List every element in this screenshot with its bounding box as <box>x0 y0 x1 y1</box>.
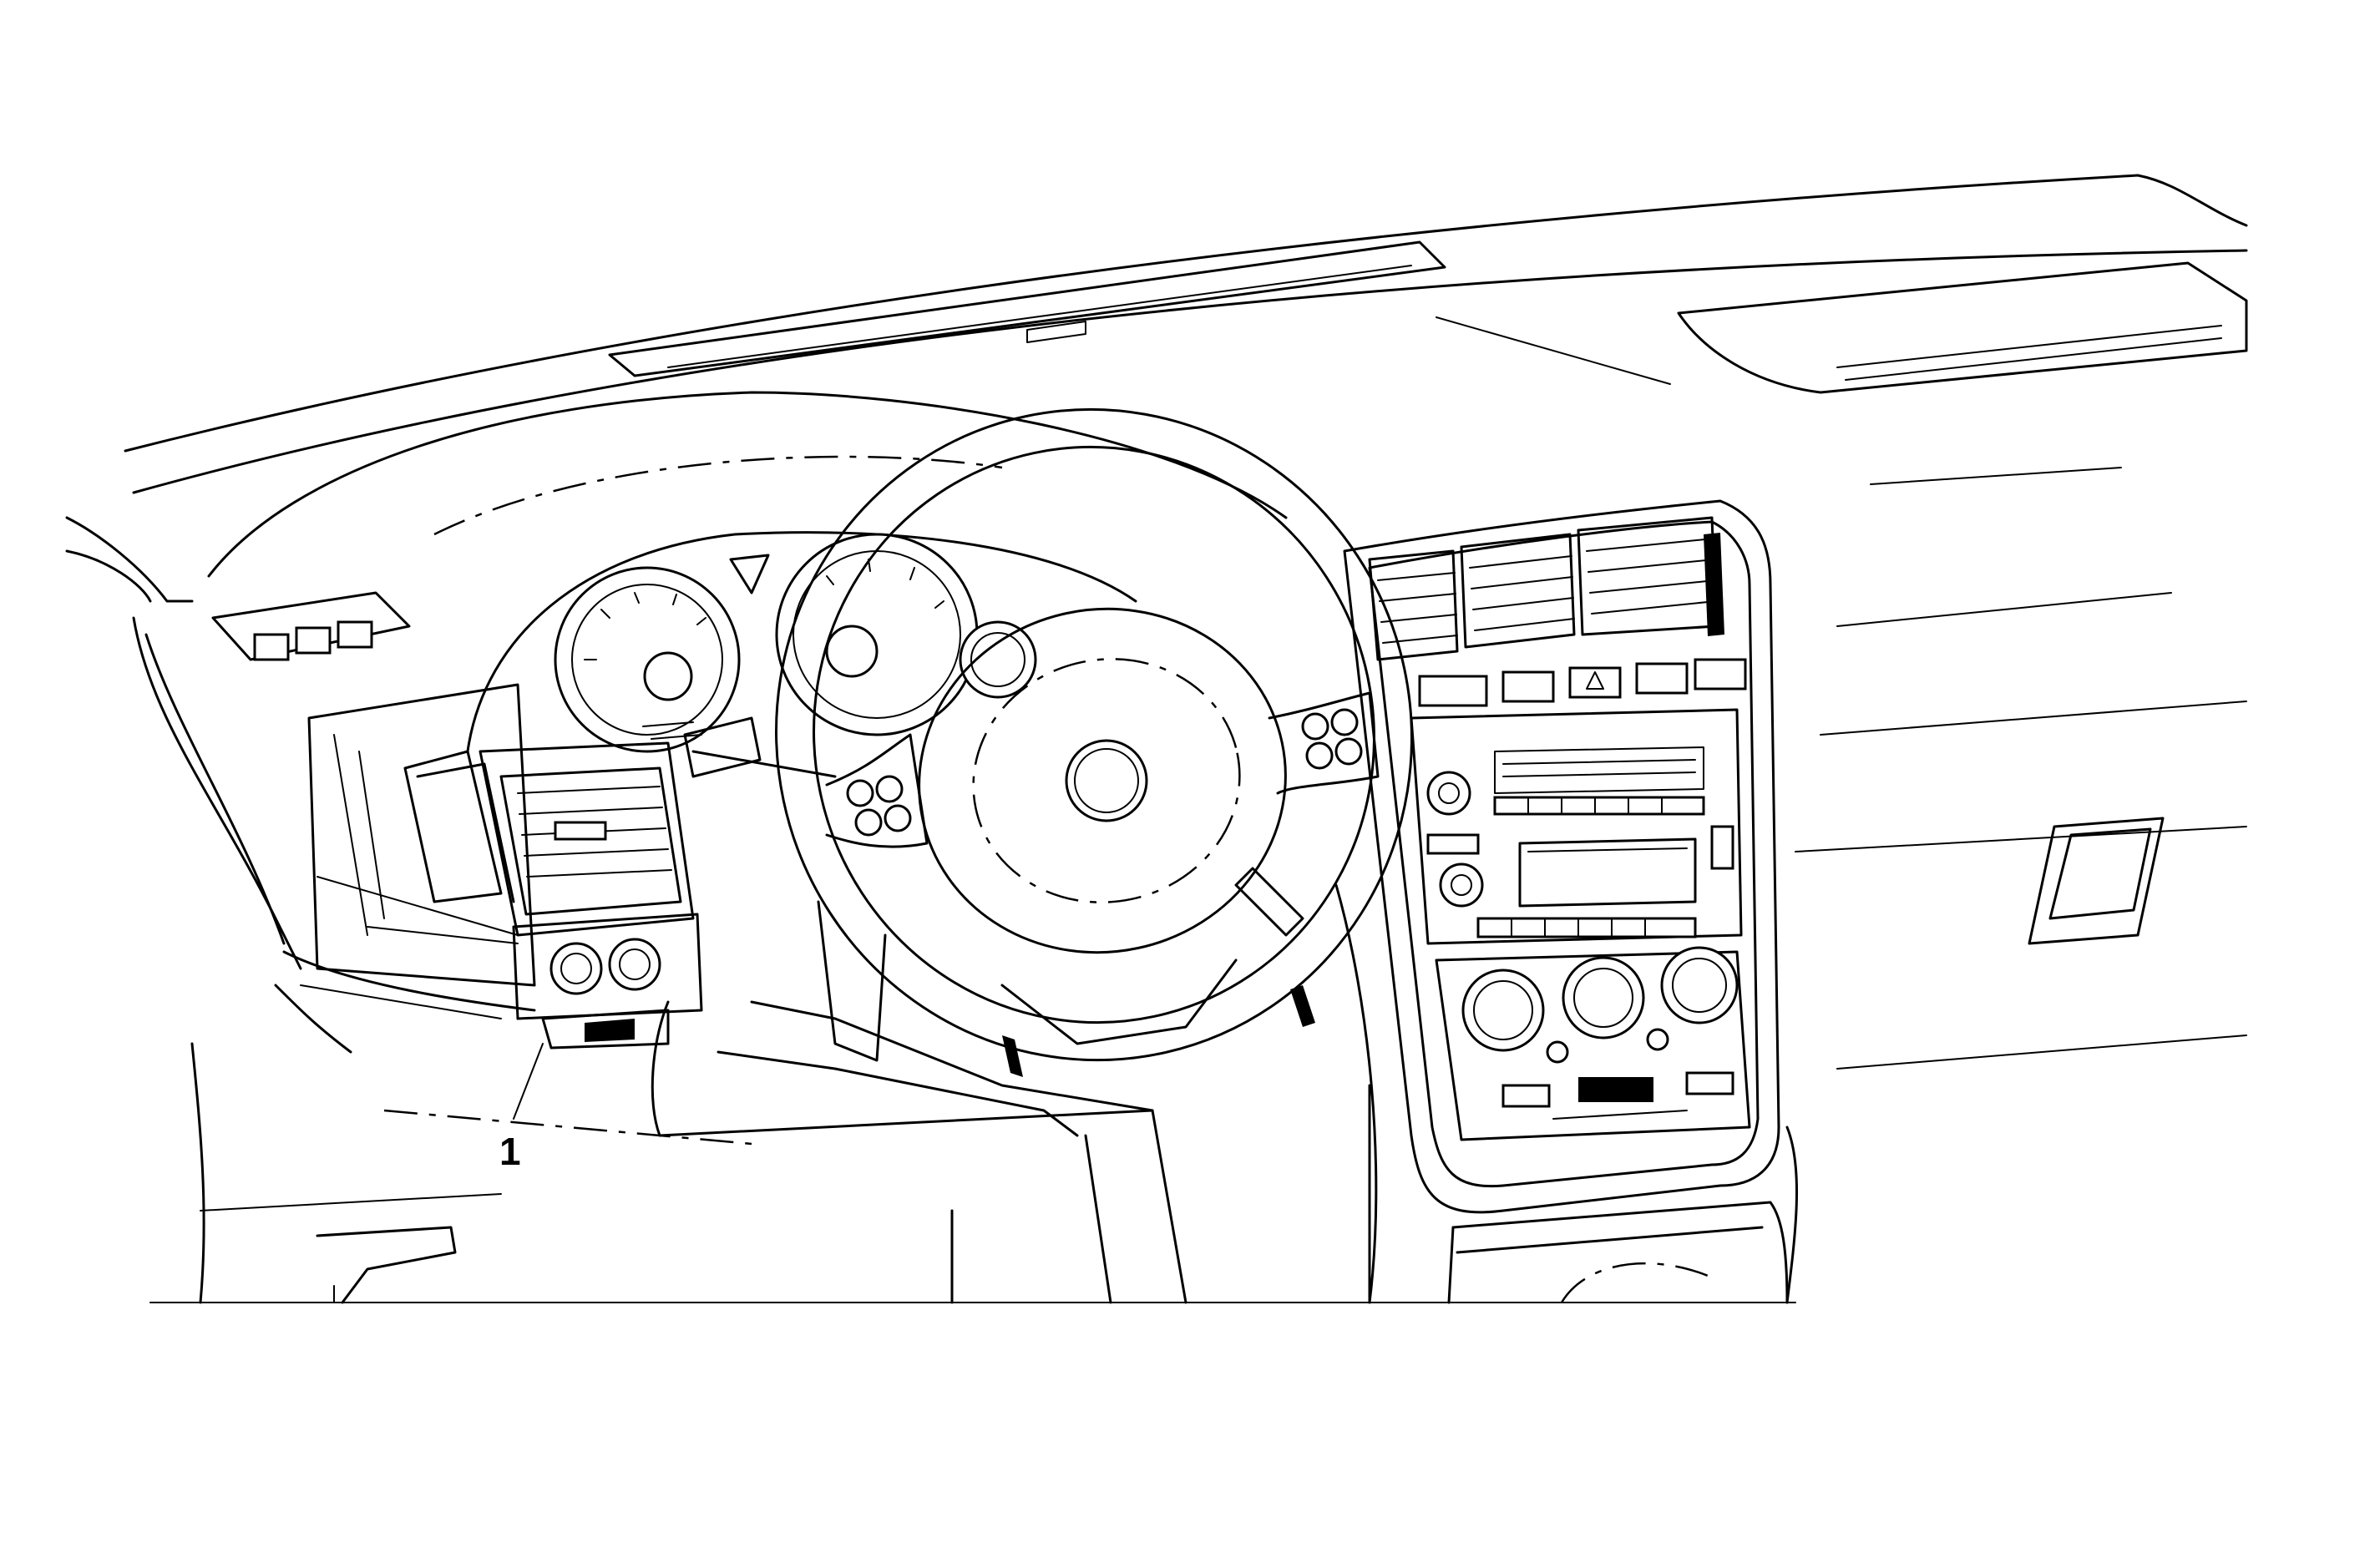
trim-plate-knob-left-icon <box>549 942 603 995</box>
lower-console-bin <box>1447 1201 1789 1304</box>
left-switch-pod <box>211 591 411 661</box>
trim-plate-knob-right-icon <box>608 938 661 991</box>
speedometer-gauge-icon <box>775 533 979 736</box>
cluster-hood <box>207 391 1288 753</box>
instrument-panel-accessory-trim-plate <box>316 741 703 1050</box>
center-stack <box>1334 499 1799 1304</box>
lower-dash-panel <box>200 1000 1371 1304</box>
climate-knob-icon <box>1461 969 1545 1052</box>
steering-wheel-icon <box>775 407 1413 1077</box>
steering-column <box>683 716 1304 1304</box>
tachometer-gauge-icon <box>554 566 741 753</box>
button-icon <box>1418 675 1488 707</box>
center-button-row <box>1418 658 1747 707</box>
hazard-button-icon <box>1568 666 1622 699</box>
radio-head-unit-icon <box>1410 708 1743 945</box>
dash-left-end <box>132 616 536 1304</box>
center-air-vents <box>1368 516 1724 661</box>
button-icon <box>1635 662 1689 695</box>
dash-upper-pad <box>65 174 2248 1070</box>
callout-number: 1 <box>499 1130 521 1173</box>
glove-box-handle <box>2028 817 2165 945</box>
hvac-control-panel <box>1435 946 1751 1141</box>
climate-knob-icon <box>1562 956 1645 1040</box>
instrument-cluster <box>554 533 1037 753</box>
callout-1: 1 <box>499 1043 544 1173</box>
button-icon <box>1694 658 1747 690</box>
button-icon <box>1501 670 1555 703</box>
